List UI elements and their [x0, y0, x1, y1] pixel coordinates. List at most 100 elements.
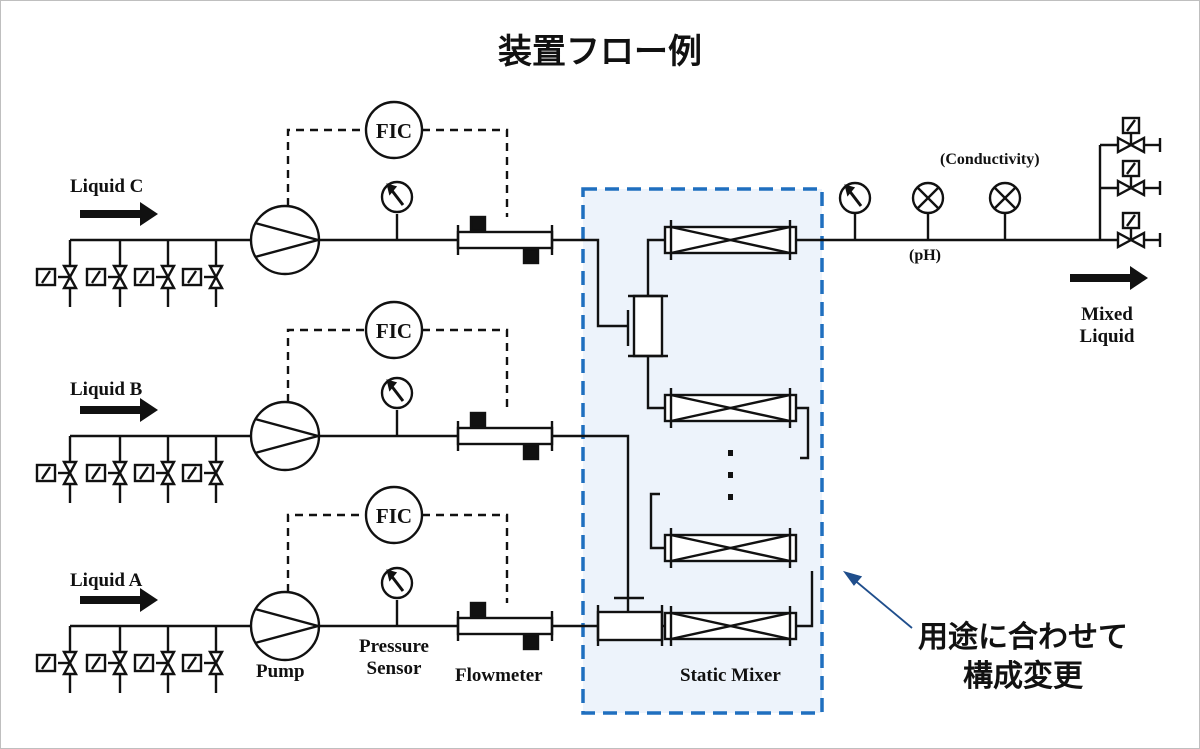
- ph-sensor-icon: [911, 181, 945, 215]
- fic-label-b: FIC: [376, 319, 412, 343]
- valve-icon: [207, 264, 225, 290]
- outlet-line: [796, 181, 1148, 290]
- manifold-valve-b-3: [133, 436, 177, 503]
- fic-controller-b: [364, 300, 424, 360]
- static-mixer-element-4: [663, 606, 798, 646]
- conductivity-label: (Conductivity): [940, 151, 1040, 168]
- mixer-inlet-piping: [552, 238, 630, 628]
- flowmeter-c: [456, 215, 554, 265]
- fic-loop-c: FIC: [286, 100, 509, 217]
- page-title: 装置フロー例: [498, 32, 702, 72]
- static-mixer-elements: [649, 220, 814, 646]
- actuator-icon: [35, 463, 57, 483]
- static-mixer-label: Static Mixer: [680, 665, 781, 686]
- valve-icon: [61, 460, 79, 486]
- manifold-valve-a-3: [133, 626, 177, 693]
- outlet-valve-1: [1100, 116, 1162, 155]
- mixed-liquid-label: Mixed Liquid: [1062, 304, 1152, 348]
- pressure-gauge-a: [380, 566, 414, 626]
- manifold-valve-b-2: [85, 436, 129, 503]
- mixed-liquid-label-line1: Mixed: [1081, 304, 1133, 325]
- valve-icon: [111, 264, 129, 290]
- reconfiguration-note-line1: 用途に合わせて: [918, 620, 1128, 655]
- manifold-valve-b-4: [181, 436, 225, 503]
- pump-a: [249, 590, 323, 662]
- liquid-b-flow-arrow: [80, 398, 158, 422]
- valve-icon: [207, 650, 225, 676]
- liquid-c-label: Liquid C: [70, 176, 144, 197]
- pressure-gauge-c: [380, 180, 414, 240]
- outlet-valve-manifold: [1098, 116, 1162, 250]
- mixing-tee-lower: [596, 596, 666, 646]
- flowmeter-b: [456, 411, 554, 461]
- actuator-icon: [133, 267, 155, 287]
- mixing-tee-upper: [626, 238, 668, 410]
- valve-manifold-b: [35, 434, 250, 503]
- manifold-valve-b-1: [35, 436, 79, 503]
- mixer-stack-ellipsis: [728, 450, 733, 500]
- valve-icon: [61, 264, 79, 290]
- pump-b: [249, 400, 323, 472]
- pump-c: [249, 204, 323, 276]
- fic-controller-c: [364, 100, 424, 160]
- inlet-train-b: FIC: [35, 300, 554, 503]
- manifold-valve-a-2: [85, 626, 129, 693]
- outlet-pressure-gauge-icon: [838, 181, 872, 215]
- actuator-icon: [85, 463, 107, 483]
- pressure-sensor-label-line2: Sensor: [366, 657, 422, 679]
- valve-icon: [159, 460, 177, 486]
- valve-icon: [111, 460, 129, 486]
- liquid-a-flow-arrow: [80, 588, 158, 612]
- pressure-gauge-icon: [380, 376, 414, 410]
- manifold-valve-a-4: [181, 626, 225, 693]
- pointer-arrowhead: [842, 570, 863, 586]
- liquid-b-label: Liquid B: [70, 379, 143, 400]
- manifold-valve-c-2: [85, 240, 129, 307]
- valve-icon: [207, 460, 225, 486]
- valve-icon: [159, 650, 177, 676]
- valve-icon: [61, 650, 79, 676]
- valve-manifold-a: [35, 624, 250, 693]
- valve-icon: [111, 650, 129, 676]
- static-mixer-element-3: [663, 528, 798, 568]
- liquid-c-flow-arrow: [80, 202, 158, 226]
- pressure-gauge-icon: [380, 180, 414, 214]
- manifold-valve-a-1: [35, 626, 79, 693]
- pump-label: Pump: [256, 661, 305, 682]
- valve-manifold-c: [35, 238, 250, 307]
- liquid-a-label: Liquid A: [70, 570, 143, 591]
- actuator-icon: [181, 653, 203, 673]
- inlet-train-c: FIC: [35, 100, 554, 307]
- manifold-valve-c-4: [181, 240, 225, 307]
- static-mixer-element-1: [663, 220, 798, 260]
- flowmeter-label: Flowmeter: [455, 665, 543, 686]
- actuator-icon: [1121, 159, 1141, 178]
- fic-label-a: FIC: [376, 504, 412, 528]
- manifold-valve-c-3: [133, 240, 177, 307]
- mixed-liquid-flow-arrow: [1070, 266, 1148, 290]
- actuator-icon: [35, 267, 57, 287]
- fic-loop-a: FIC: [286, 485, 509, 603]
- pressure-gauge-icon: [380, 566, 414, 600]
- valve-icon: [159, 264, 177, 290]
- pressure-sensor-label-line1: Pressure: [358, 636, 429, 657]
- fic-loop-b: FIC: [286, 300, 509, 413]
- pressure-sensor-label: Pressure Sensor: [346, 636, 442, 680]
- outlet-valve-2: [1100, 159, 1162, 198]
- fic-controller-a: [364, 485, 424, 545]
- pressure-gauge-b: [380, 376, 414, 436]
- inlet-train-a: FIC: [35, 485, 554, 693]
- mixed-liquid-label-line2: Liquid: [1079, 325, 1135, 347]
- ph-label: (pH): [909, 247, 941, 264]
- flowmeter-a: [456, 601, 554, 651]
- reconfiguration-note-line2: 構成変更: [963, 659, 1083, 694]
- conductivity-sensor-icon: [988, 181, 1022, 215]
- outlet-valve-3: [1100, 211, 1162, 250]
- fic-label-c: FIC: [376, 119, 412, 143]
- actuator-icon: [133, 653, 155, 673]
- actuator-icon: [85, 267, 107, 287]
- reconfiguration-note: 用途に合わせて 構成変更: [858, 618, 1188, 696]
- actuator-icon: [1121, 116, 1141, 135]
